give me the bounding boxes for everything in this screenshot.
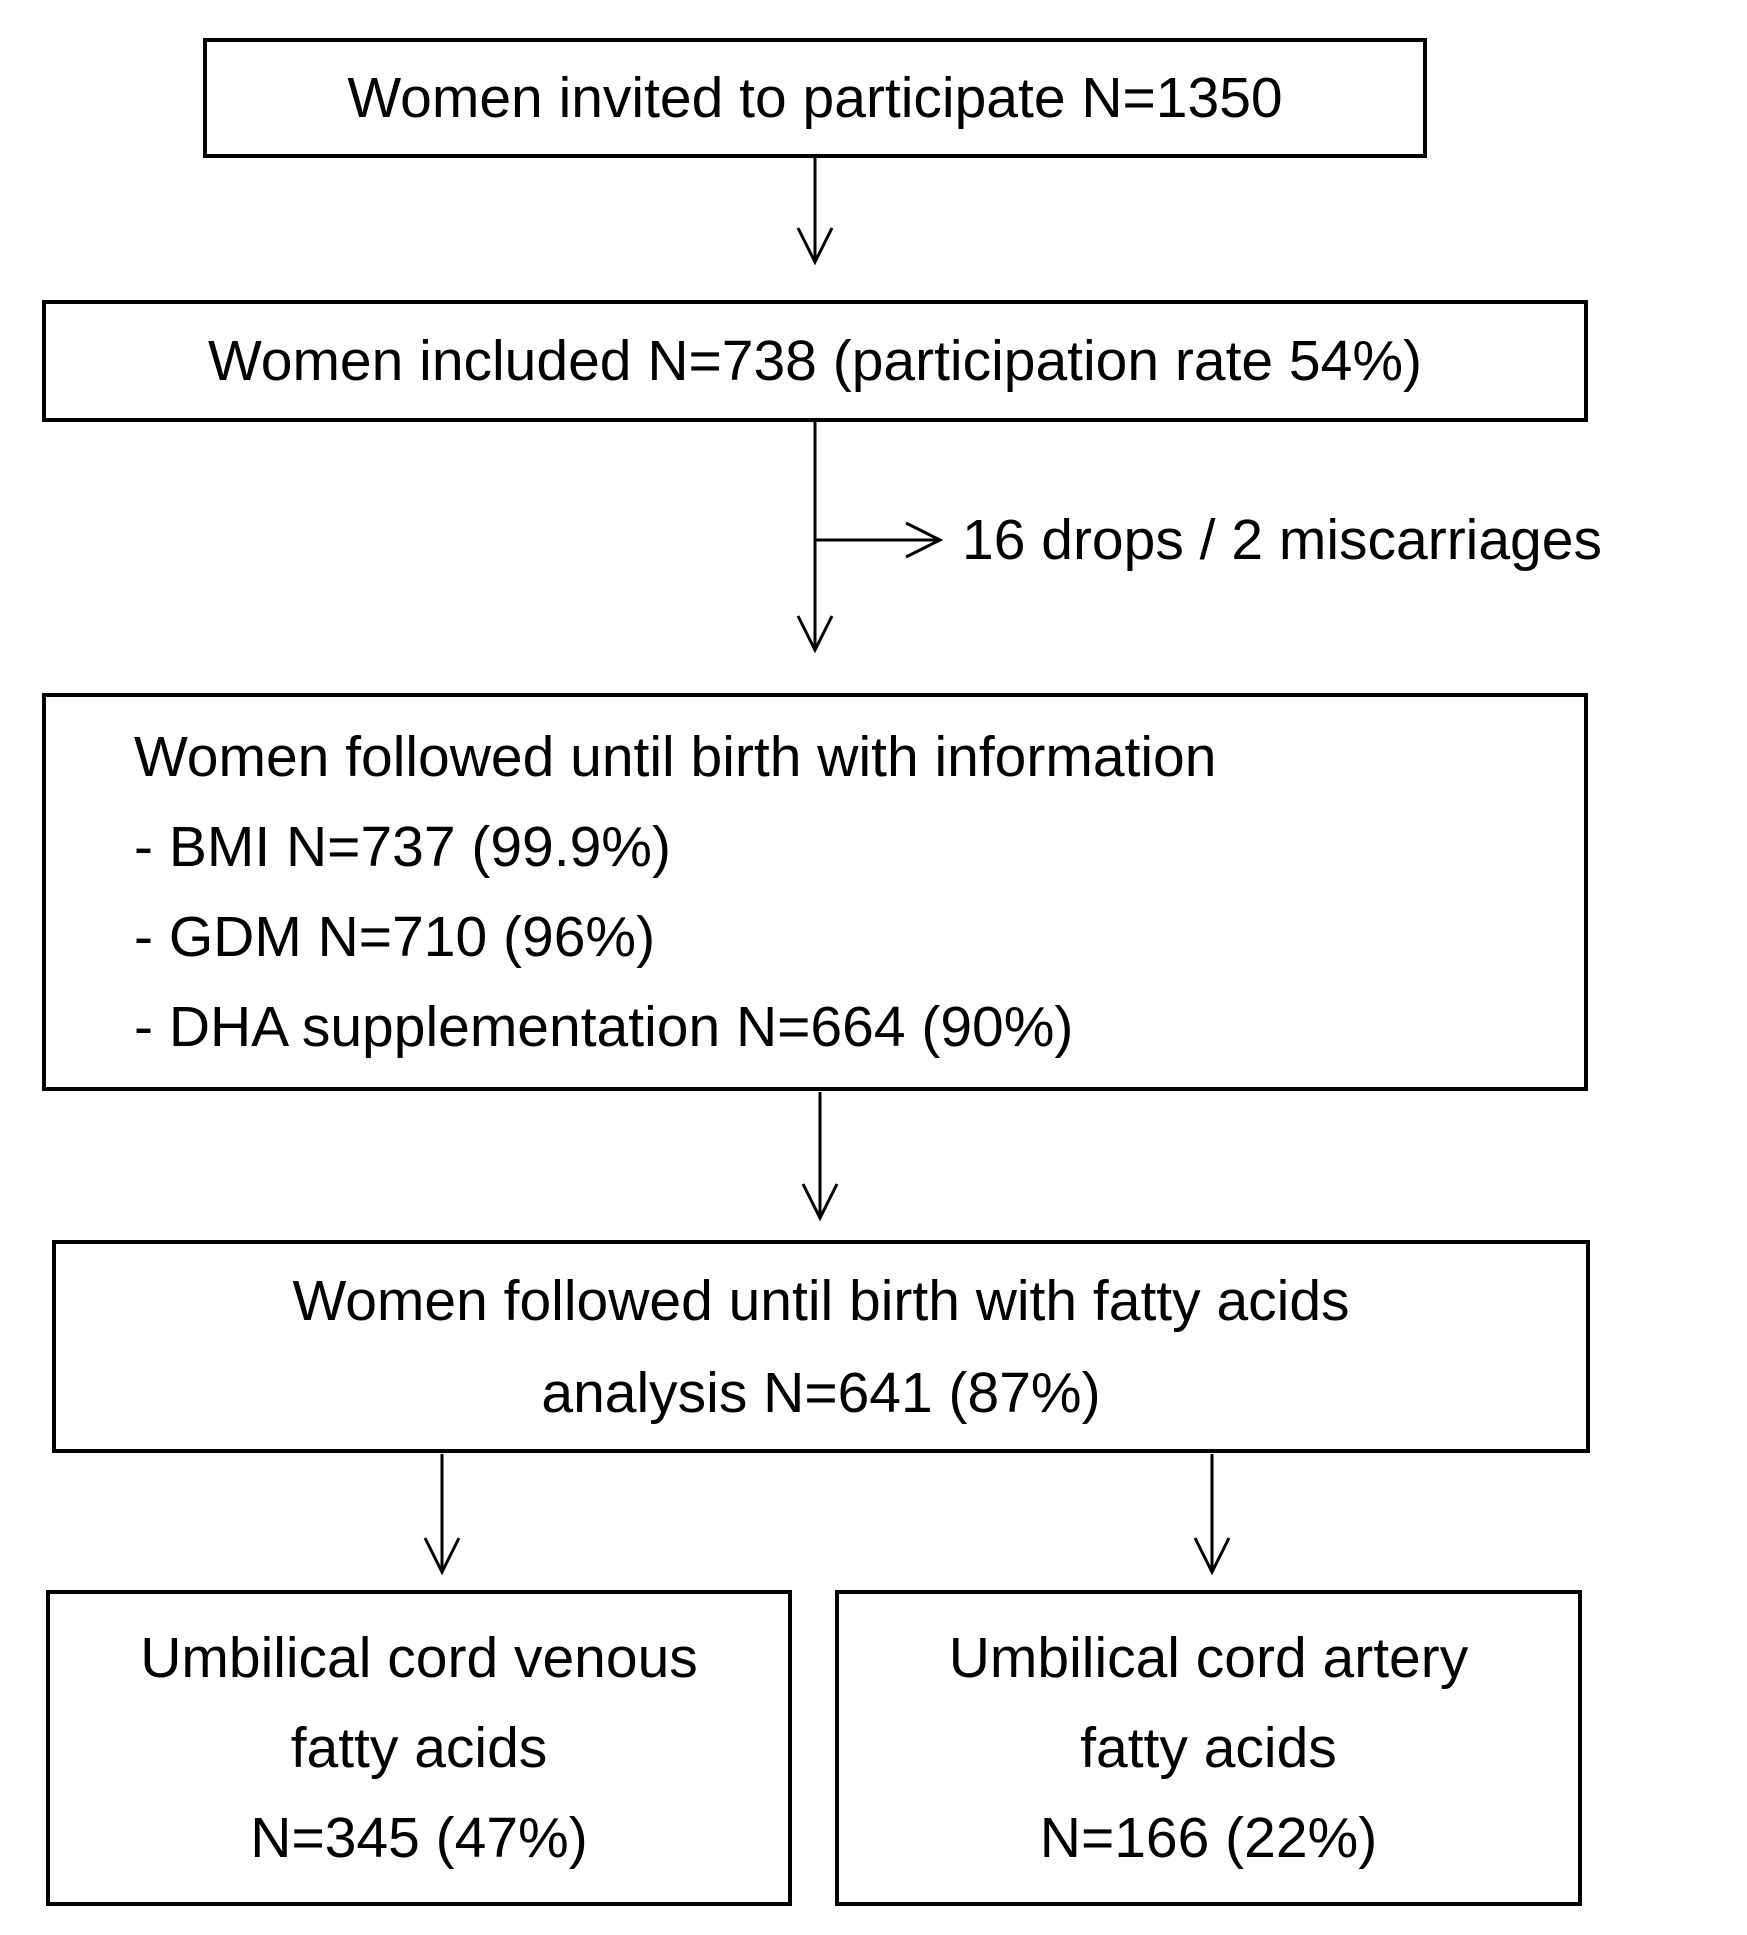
box-cord-artery-line3: N=166 (22%) xyxy=(1039,1806,1378,1870)
box-followed-fatty-line2: analysis N=641 (87%) xyxy=(541,1360,1101,1425)
box-women-invited: Women invited to participate N=1350 xyxy=(203,38,1427,158)
box-cord-venous-line1: Umbilical cord venous xyxy=(140,1626,698,1690)
box-cord-artery-line1: Umbilical cord artery xyxy=(948,1626,1469,1690)
box-women-included-label: Women included N=738 (participation rate… xyxy=(207,329,1423,393)
arrow-info-to-fatty-head xyxy=(801,1183,839,1222)
arrow-fatty-to-venous-head xyxy=(423,1537,461,1576)
box-followed-info-item-bmi: - BMI N=737 (99.9%) xyxy=(134,815,671,879)
box-followed-fatty-line1: Women followed until birth with fatty ac… xyxy=(292,1268,1350,1333)
arrow-invited-to-included-head xyxy=(796,227,834,266)
box-followed-info-item-dha: - DHA supplementation N=664 (90%) xyxy=(134,995,1074,1059)
box-umbilical-cord-artery: Umbilical cord artery fatty acids N=166 … xyxy=(835,1590,1582,1906)
box-followed-with-fatty-acids: Women followed until birth with fatty ac… xyxy=(52,1240,1590,1453)
box-cord-venous-line2: fatty acids xyxy=(290,1716,548,1780)
arrow-dropout-head xyxy=(905,521,944,559)
box-cord-artery-line2: fatty acids xyxy=(1080,1716,1337,1780)
arrow-included-to-info-head xyxy=(796,615,834,654)
box-cord-venous-line3: N=345 (47%) xyxy=(250,1806,588,1870)
box-umbilical-cord-venous: Umbilical cord venous fatty acids N=345 … xyxy=(46,1590,792,1906)
dropout-annotation: 16 drops / 2 miscarriages xyxy=(962,508,1602,572)
box-followed-with-information: Women followed until birth with informat… xyxy=(42,693,1588,1091)
arrow-fatty-to-artery-head xyxy=(1193,1537,1231,1576)
box-women-invited-label: Women invited to participate N=1350 xyxy=(347,66,1283,130)
box-women-included: Women included N=738 (participation rate… xyxy=(42,300,1588,422)
box-followed-info-item-gdm: - GDM N=710 (96%) xyxy=(134,905,656,969)
box-followed-info-title: Women followed until birth with informat… xyxy=(134,725,1217,789)
